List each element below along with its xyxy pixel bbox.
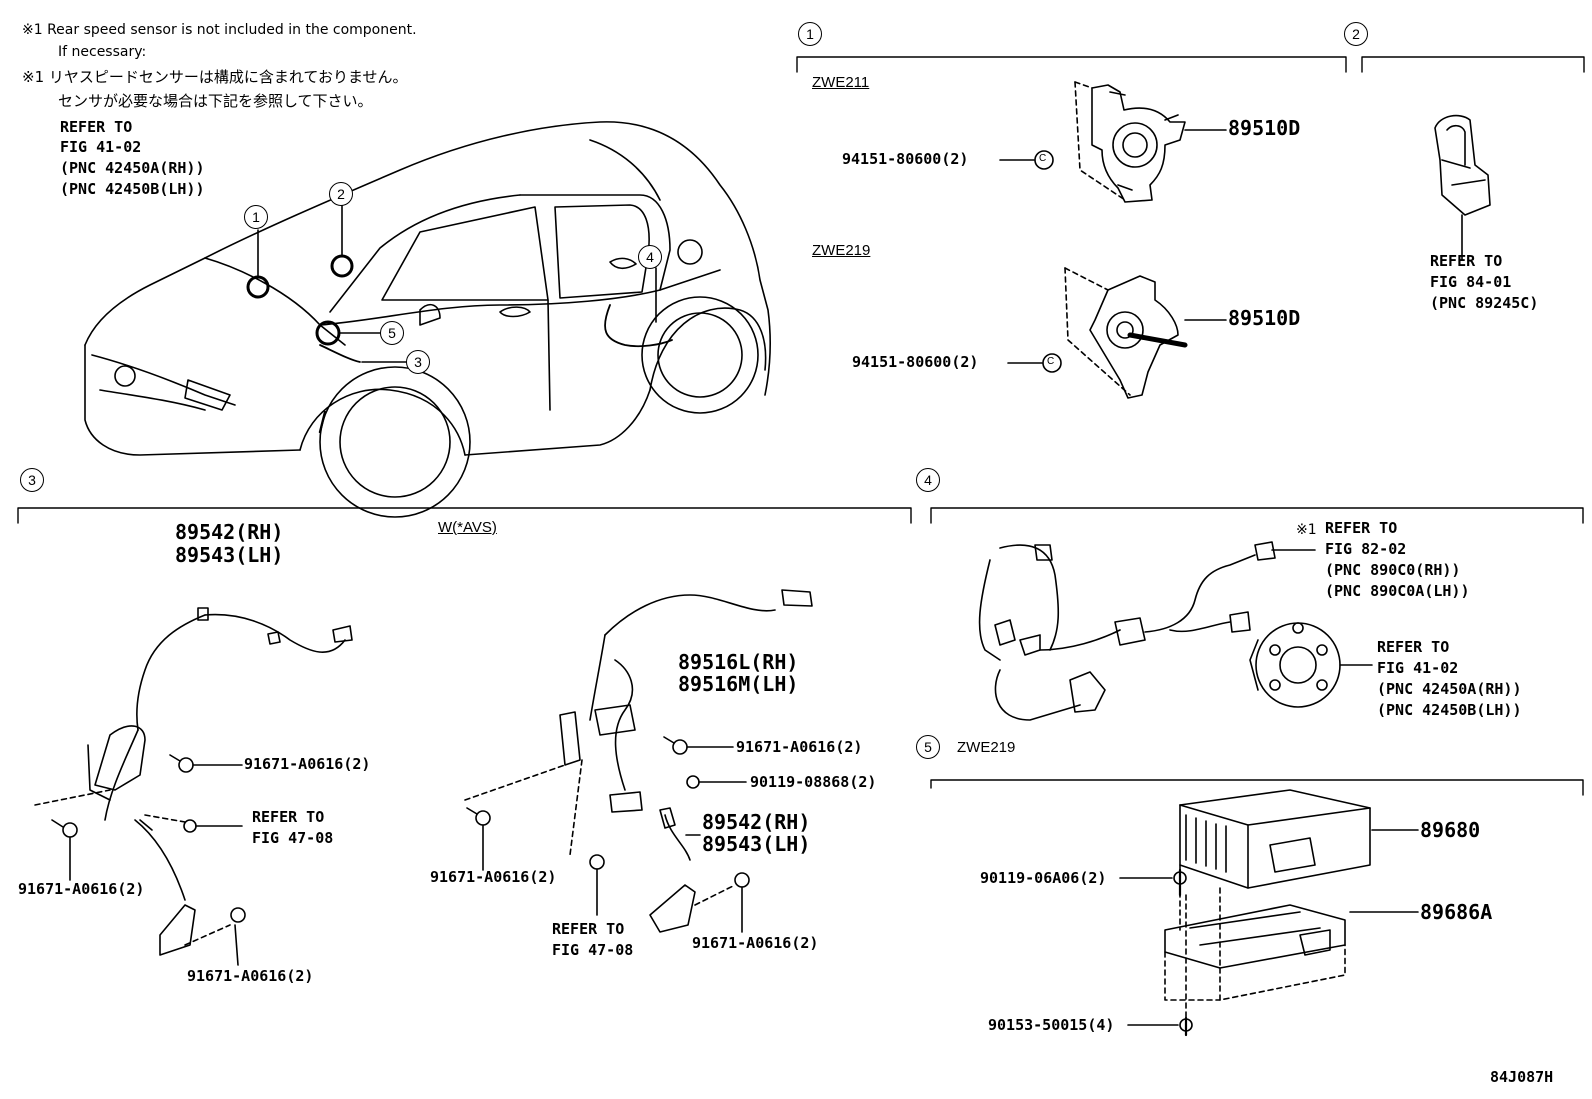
section4-refer-a3: (PNC 890C0(RH)) xyxy=(1325,561,1461,579)
harness-left xyxy=(34,607,353,966)
section4-refer-b4: (PNC 42450B(LH)) xyxy=(1377,701,1522,719)
left-harness-lh: 89543(LH) xyxy=(175,543,284,567)
note-en-line1: ※1 Rear speed sensor is not included in … xyxy=(22,22,417,38)
right-bolt-left: 91671-A0616(2) xyxy=(430,868,557,886)
right-harness-lh: 89516M(LH) xyxy=(678,672,799,696)
section5-variant: ZWE219 xyxy=(957,739,1016,756)
left-harness-rh: 89542(RH) xyxy=(175,520,284,544)
note-refer-line1: REFER TO xyxy=(60,118,133,136)
car-callout-5: 5 xyxy=(380,321,404,345)
ecu-part: 89680 xyxy=(1420,818,1481,842)
section4-note-mark: ※1 xyxy=(1296,522,1317,538)
section1-nut-b: 94151-80600(2) xyxy=(852,353,979,371)
harness-right xyxy=(464,589,813,933)
ecu-assembly xyxy=(1119,789,1419,1037)
left-bolt-right: 91671-A0616(2) xyxy=(244,755,371,773)
right-bolt-top: 91671-A0616(2) xyxy=(736,738,863,756)
note-refer-line3: (PNC 42450A(RH)) xyxy=(60,159,205,177)
car-callout-1: 1 xyxy=(244,205,268,229)
height-sensor-zwe211 xyxy=(999,81,1227,203)
section4-callout: 4 xyxy=(916,468,940,492)
section4-refer-b3: (PNC 42450A(RH)) xyxy=(1377,680,1522,698)
section1-part-b: 89510D xyxy=(1228,306,1301,330)
right-refer1: REFER TO xyxy=(552,920,625,938)
left-refer1: REFER TO xyxy=(252,808,325,826)
section3-callout: 3 xyxy=(20,468,44,492)
drawing-code: 84J087H xyxy=(1490,1068,1554,1086)
car-illustration xyxy=(84,121,771,518)
car-callout-3: 3 xyxy=(406,350,430,374)
section4-refer-b2: FIG 41-02 xyxy=(1377,659,1459,677)
car-callout-2: 2 xyxy=(329,182,353,206)
right-sensor-lh: 89543(LH) xyxy=(702,832,811,856)
section1-variant-a: ZWE211 xyxy=(812,74,870,91)
right-harness-rh: 89516L(RH) xyxy=(678,650,799,674)
right-refer2: FIG 47-08 xyxy=(552,941,634,959)
nut-icon-b: C xyxy=(1047,356,1055,367)
left-bolt-left: 91671-A0616(2) xyxy=(18,880,145,898)
note-jp-line1: ※1 リヤスピードセンサーは構成に含まれておりません。 xyxy=(22,68,408,86)
height-sensor-zwe219 xyxy=(1007,267,1227,399)
section1-nut-a: 94151-80600(2) xyxy=(842,150,969,168)
ecu-clip: 90119-06A06(2) xyxy=(980,869,1107,887)
note-jp-line2: センサが必要な場合は下記を参照して下さい。 xyxy=(58,92,373,110)
nut-icon-a: C xyxy=(1039,153,1047,164)
section1-variant-b: ZWE219 xyxy=(812,242,871,259)
right-bolt-bottom: 91671-A0616(2) xyxy=(692,934,819,952)
section4-refer-a1: REFER TO xyxy=(1325,519,1398,537)
note-en-line2: If necessary: xyxy=(58,44,147,60)
section2-refer3: (PNC 89245C) xyxy=(1430,294,1539,312)
car-callout-4: 4 xyxy=(638,245,662,269)
right-clip: 90119-08868(2) xyxy=(750,773,877,791)
section1-part-a: 89510D xyxy=(1228,116,1301,140)
section4-refer-a2: FIG 82-02 xyxy=(1325,540,1407,558)
left-bolt-bottom: 91671-A0616(2) xyxy=(187,967,314,985)
harness-rear xyxy=(978,541,1373,721)
section2-refer1: REFER TO xyxy=(1430,252,1503,270)
right-sensor-rh: 89542(RH) xyxy=(702,810,811,834)
bracket-screw: 90153-50015(4) xyxy=(988,1016,1115,1034)
section4-refer-a4: (PNC 890C0A(LH)) xyxy=(1325,582,1470,600)
section-brackets xyxy=(17,56,1585,796)
sensor-section2 xyxy=(1434,114,1491,261)
section2-refer2: FIG 84-01 xyxy=(1430,273,1512,291)
bracket-part: 89686A xyxy=(1420,900,1493,924)
note-refer-line2: FIG 41-02 xyxy=(60,138,142,156)
section5-callout: 5 xyxy=(916,735,940,759)
left-refer2: FIG 47-08 xyxy=(252,829,334,847)
section4-refer-b1: REFER TO xyxy=(1377,638,1450,656)
section3-variant: W(*AVS) xyxy=(438,519,497,536)
section1-callout: 1 xyxy=(798,22,822,46)
note-refer-line4: (PNC 42450B(LH)) xyxy=(60,180,205,198)
section2-callout: 2 xyxy=(1344,22,1368,46)
